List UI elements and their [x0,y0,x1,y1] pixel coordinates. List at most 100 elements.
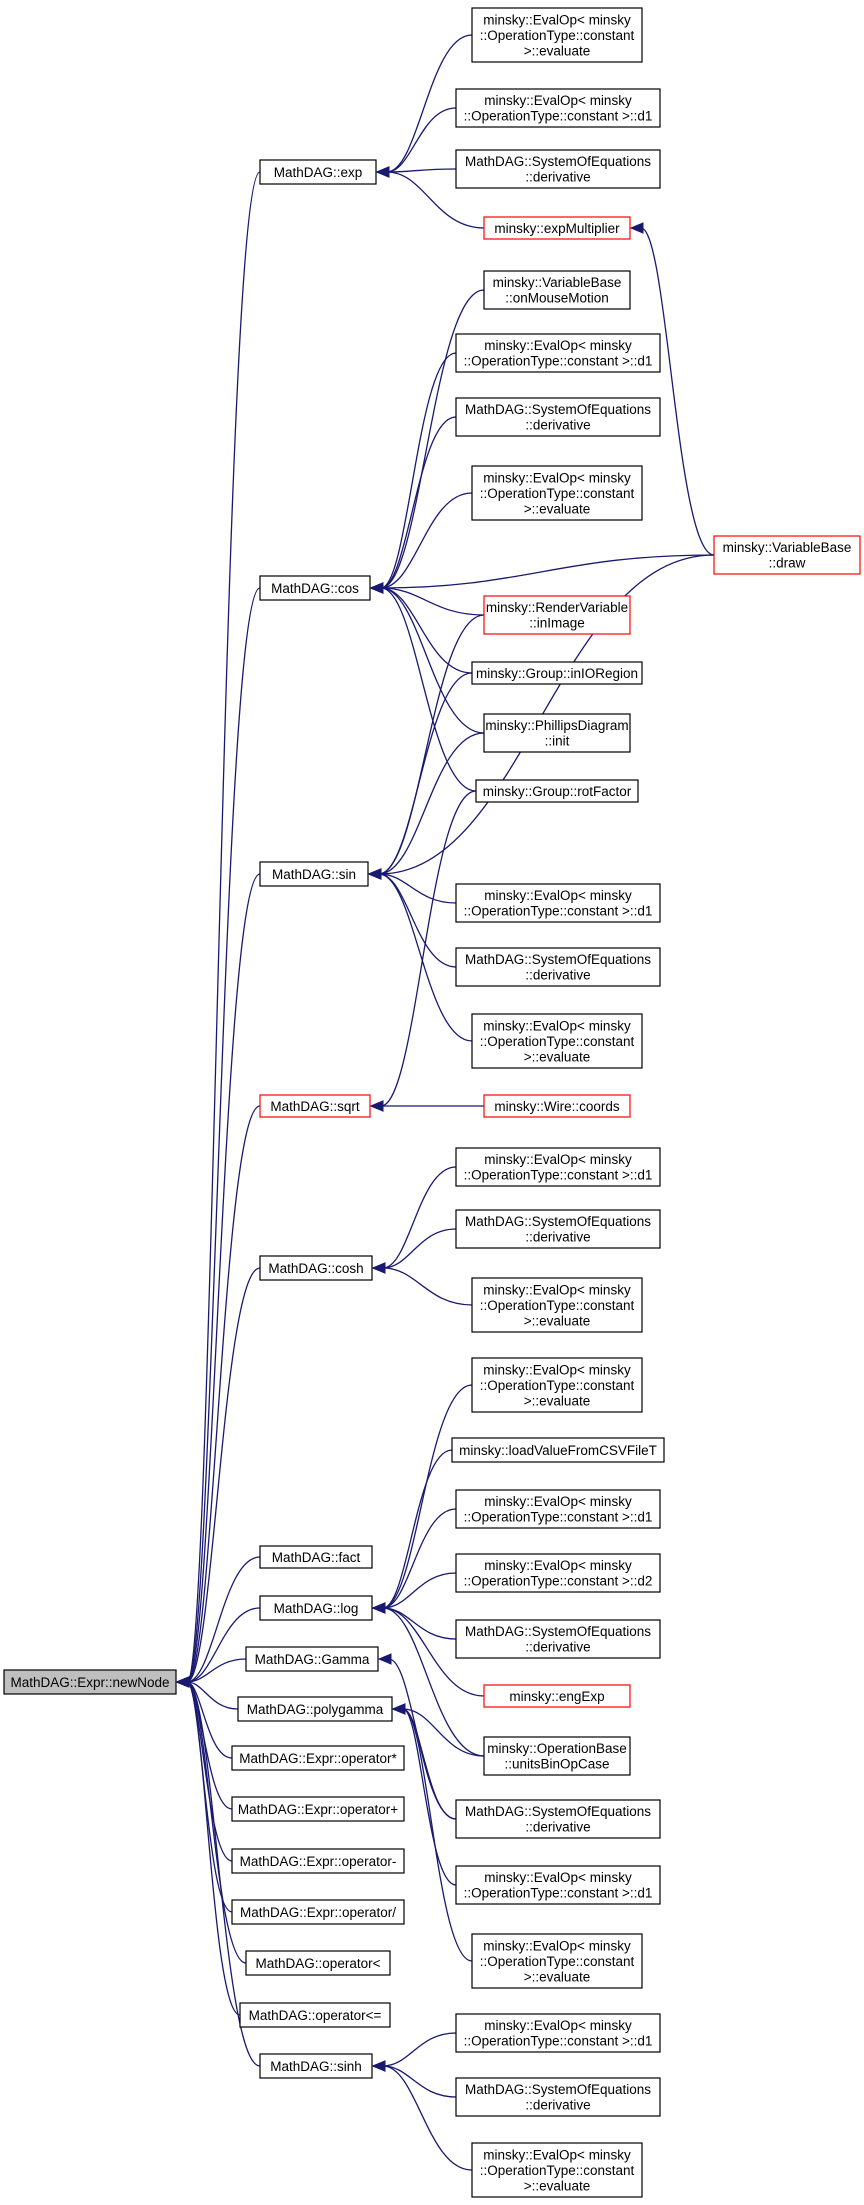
node-expMultiplier[interactable]: minsky::expMultiplier [483,216,631,240]
node-cos-d1[interactable]: minsky::EvalOp< minsky::OperationType::c… [455,333,661,373]
node-label: ::derivative [525,968,590,983]
node-group-inIO[interactable]: minsky::Group::inIORegion [471,661,643,685]
arrowhead [391,1703,406,1715]
node-label: MathDAG::SystemOfEquations [465,1804,651,1819]
node-label: >::evaluate [524,1313,590,1328]
node-group-rot[interactable]: minsky::Group::rotFactor [475,779,639,803]
node-op-plus[interactable]: MathDAG::Expr::operator+ [231,1796,405,1822]
node-polygamma[interactable]: MathDAG::polygamma [237,1696,393,1722]
node-log[interactable]: MathDAG::log [259,1595,373,1621]
node-sin-soe[interactable]: MathDAG::SystemOfEquations::derivative [455,947,661,987]
node-cosh-d1[interactable]: minsky::EvalOp< minsky::OperationType::c… [455,1147,661,1187]
edge-cos-to-cos-d1 [380,352,457,589]
node-log-soe[interactable]: MathDAG::SystemOfEquations::derivative [455,1619,661,1659]
edge-root-to-log [186,1607,261,1683]
edge-root-to-cosh [186,1267,261,1683]
node-label: ::derivative [525,1820,590,1835]
node-box [455,1799,661,1839]
node-box [231,1796,405,1822]
node-poly-eval[interactable]: minsky::EvalOp< minsky::OperationType::c… [471,1933,643,1989]
edge-cos-to-cos-soe [380,416,457,589]
node-soe-shared[interactable]: MathDAG::SystemOfEquations::derivative [455,1799,661,1839]
node-exp-eval[interactable]: minsky::EvalOp< minsky::OperationType::c… [471,7,643,63]
node-cosh[interactable]: MathDAG::cosh [259,1255,373,1281]
node-label: minsky::EvalOp< minsky [484,93,632,108]
edge-cos-to-cos-eval [380,492,473,589]
node-label: MathDAG::operator< [256,1956,381,1971]
node-wire-coords[interactable]: minsky::Wire::coords [483,1094,631,1118]
node-label: ::init [545,734,570,749]
arrowhead [371,2060,386,2072]
node-box [259,2053,373,2079]
node-op-minus[interactable]: MathDAG::Expr::operator- [231,1848,405,1874]
edge-root-to-exp [186,171,261,1683]
node-label: minsky::EvalOp< minsky [484,888,632,903]
node-label: minsky::OperationBase [487,1741,627,1756]
node-label: MathDAG::SystemOfEquations [465,402,651,417]
node-root[interactable]: MathDAG::Expr::newNode [3,1669,177,1695]
edge-log-to-log-eval [382,1384,473,1609]
node-loadCSV[interactable]: minsky::loadValueFromCSVFileT [451,1437,665,1463]
edge-root-to-polygamma [186,1681,239,1710]
node-exp[interactable]: MathDAG::exp [259,159,377,185]
node-op-mul[interactable]: MathDAG::Expr::operator* [231,1745,405,1771]
node-op-lt[interactable]: MathDAG::operator< [245,1950,391,1976]
node-log-d2[interactable]: minsky::EvalOp< minsky::OperationType::c… [455,1553,661,1593]
node-box [483,595,631,635]
node-box [455,1147,661,1187]
node-poly-d1[interactable]: minsky::EvalOp< minsky::OperationType::c… [455,1865,661,1905]
node-label: MathDAG::Expr::operator+ [238,1802,398,1817]
edge-sin-to-phillips [378,732,485,875]
node-exp-d1[interactable]: minsky::EvalOp< minsky::OperationType::c… [455,88,661,128]
node-engExp[interactable]: minsky::engExp [483,1684,631,1708]
node-log-d1[interactable]: minsky::EvalOp< minsky::OperationType::c… [455,1489,661,1529]
node-label: minsky::EvalOp< minsky [483,2147,631,2162]
node-box [483,1094,631,1118]
node-cos-eval[interactable]: minsky::EvalOp< minsky::OperationType::c… [471,465,643,521]
node-op-div[interactable]: MathDAG::Expr::operator/ [231,1899,405,1925]
edge-expMultiplier-to-vb-draw [640,227,715,556]
node-fact[interactable]: MathDAG::fact [259,1545,373,1569]
node-sinh[interactable]: MathDAG::sinh [259,2053,373,2079]
node-box [455,1553,661,1593]
node-box [471,1357,643,1413]
node-opBase[interactable]: minsky::OperationBase::unitsBinOpCase [483,1736,631,1776]
node-box [475,779,639,803]
node-sinh-d1[interactable]: minsky::EvalOp< minsky::OperationType::c… [455,2013,661,2053]
node-phillips[interactable]: minsky::PhillipsDiagram::init [483,713,631,753]
node-label: ::derivative [525,170,590,185]
node-gamma[interactable]: MathDAG::Gamma [245,1646,379,1672]
node-label: >::evaluate [524,2178,590,2193]
node-label: MathDAG::exp [274,165,363,180]
node-op-le[interactable]: MathDAG::operator<= [239,2002,391,2028]
node-exp-soe[interactable]: MathDAG::SystemOfEquations::derivative [455,149,661,189]
node-label: MathDAG::operator<= [249,2008,382,2023]
node-sqrt[interactable]: MathDAG::sqrt [259,1094,371,1118]
node-cos[interactable]: MathDAG::cos [259,575,371,601]
node-cosh-eval[interactable]: minsky::EvalOp< minsky::OperationType::c… [471,1277,643,1333]
edge-polygamma-to-poly-d1 [402,1708,457,1886]
node-sin-d1[interactable]: minsky::EvalOp< minsky::OperationType::c… [455,883,661,923]
edge-polygamma-to-poly-eval [402,1708,473,1962]
edge-root-to-op-lt [186,1681,247,1964]
edge-root-to-cos [186,587,261,1683]
node-box [231,1745,405,1771]
node-label: ::OperationType::constant [480,1954,635,1969]
node-cosh-soe[interactable]: MathDAG::SystemOfEquations::derivative [455,1209,661,1249]
edge-log-to-engExp [382,1607,485,1697]
node-sin-eval[interactable]: minsky::EvalOp< minsky::OperationType::c… [471,1013,643,1069]
node-label: minsky::loadValueFromCSVFileT [459,1443,657,1458]
node-box [245,1646,379,1672]
node-cos-soe[interactable]: MathDAG::SystemOfEquations::derivative [455,397,661,437]
node-sinh-eval[interactable]: minsky::EvalOp< minsky::OperationType::c… [471,2142,643,2198]
node-vb-mouse[interactable]: minsky::VariableBase::onMouseMotion [483,270,631,310]
node-renderVar[interactable]: minsky::RenderVariable::inImage [483,595,631,635]
node-log-eval[interactable]: minsky::EvalOp< minsky::OperationType::c… [471,1357,643,1413]
node-sinh-soe[interactable]: MathDAG::SystemOfEquations::derivative [455,2077,661,2117]
arrowhead [629,222,644,234]
node-sin[interactable]: MathDAG::sin [259,861,369,887]
node-box [231,1899,405,1925]
node-vb-draw[interactable]: minsky::VariableBase::draw [713,535,861,575]
arrowhead [377,1653,392,1665]
